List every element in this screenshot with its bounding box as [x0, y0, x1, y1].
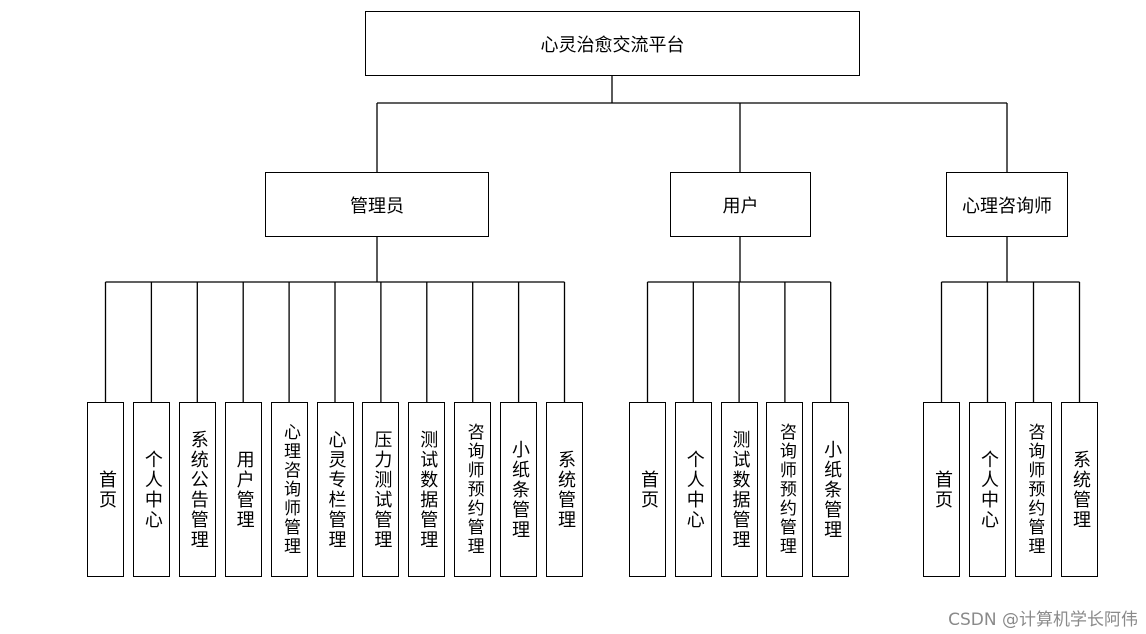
module-label: 压力测试管理 [371, 429, 393, 550]
role-node-admin: 管理员 [265, 172, 489, 237]
module-label: 心理咨询师管理 [280, 423, 301, 556]
module-node-admin-3: 系统公告管理 [178, 402, 216, 577]
module-label: 系统公告管理 [187, 429, 209, 550]
module-label: 咨询师预约管理 [775, 423, 796, 556]
watermark: CSDN @计算机学长阿伟 [948, 610, 1138, 630]
module-label: 用户管理 [233, 449, 255, 530]
module-node-user-2: 个人中心 [674, 402, 712, 577]
role-label-counselor: 心理咨询师 [962, 195, 1052, 217]
role-label-user: 用户 [722, 195, 759, 217]
module-node-counselor-4: 系统管理 [1061, 402, 1098, 577]
module-label: 系统管理 [554, 449, 576, 530]
module-node-admin-11: 系统管理 [546, 402, 583, 577]
module-label: 个人中心 [141, 449, 163, 530]
module-label: 测试数据管理 [729, 429, 751, 550]
module-node-admin-4: 用户管理 [224, 402, 262, 577]
module-label: 首页 [95, 469, 117, 510]
module-label: 首页 [637, 469, 659, 510]
module-node-user-1: 首页 [629, 402, 666, 577]
module-node-user-4: 咨询师预约管理 [766, 402, 804, 577]
module-label: 咨询师预约管理 [463, 423, 484, 556]
role-node-counselor: 心理咨询师 [946, 172, 1068, 237]
module-label: 个人中心 [683, 449, 705, 530]
module-label: 个人中心 [977, 449, 999, 530]
module-node-user-5: 小纸条管理 [812, 402, 850, 577]
module-node-admin-1: 首页 [87, 402, 124, 577]
module-label: 心灵专栏管理 [325, 429, 347, 550]
module-label: 小纸条管理 [509, 439, 531, 540]
module-label: 首页 [931, 469, 953, 510]
role-node-user: 用户 [670, 172, 811, 237]
module-node-admin-7: 压力测试管理 [362, 402, 400, 577]
module-node-admin-6: 心灵专栏管理 [316, 402, 354, 577]
module-node-admin-10: 小纸条管理 [500, 402, 538, 577]
module-label: 测试数据管理 [417, 429, 439, 550]
module-label: 咨询师预约管理 [1024, 423, 1045, 556]
root-node: 心灵治愈交流平台 [365, 11, 860, 76]
module-node-user-3: 测试数据管理 [720, 402, 758, 577]
module-node-admin-8: 测试数据管理 [408, 402, 446, 577]
module-node-counselor-2: 个人中心 [969, 402, 1006, 577]
module-node-counselor-3: 咨询师预约管理 [1015, 402, 1052, 577]
module-node-admin-9: 咨询师预约管理 [454, 402, 492, 577]
module-node-admin-2: 个人中心 [132, 402, 170, 577]
root-label: 心灵治愈交流平台 [540, 34, 685, 56]
role-label-admin: 管理员 [350, 195, 404, 217]
module-node-admin-5: 心理咨询师管理 [270, 402, 308, 577]
module-label: 系统管理 [1069, 449, 1091, 530]
module-node-counselor-1: 首页 [923, 402, 960, 577]
module-label: 小纸条管理 [821, 439, 843, 540]
